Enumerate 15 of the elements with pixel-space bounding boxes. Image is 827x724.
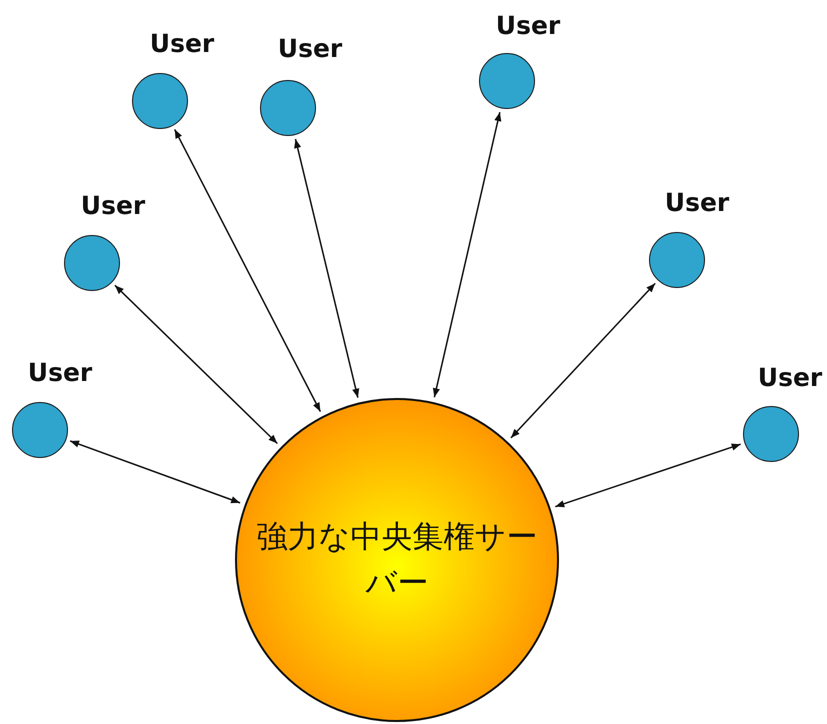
double-arrow <box>510 282 656 438</box>
double-arrow <box>432 112 502 398</box>
user-label: User <box>80 191 146 220</box>
user-label: User <box>664 188 730 217</box>
server-label: 強力な中央集権サーバー <box>256 518 538 603</box>
user-label: User <box>278 34 342 63</box>
double-arrow <box>70 440 240 504</box>
double-arrow <box>174 129 322 412</box>
double-arrow <box>294 138 360 398</box>
double-arrow <box>114 284 278 444</box>
user-label: User <box>28 358 92 387</box>
user-label: User <box>496 11 560 40</box>
user-label: User <box>150 29 214 58</box>
double-arrow <box>555 444 741 508</box>
user-label: User <box>758 363 822 392</box>
